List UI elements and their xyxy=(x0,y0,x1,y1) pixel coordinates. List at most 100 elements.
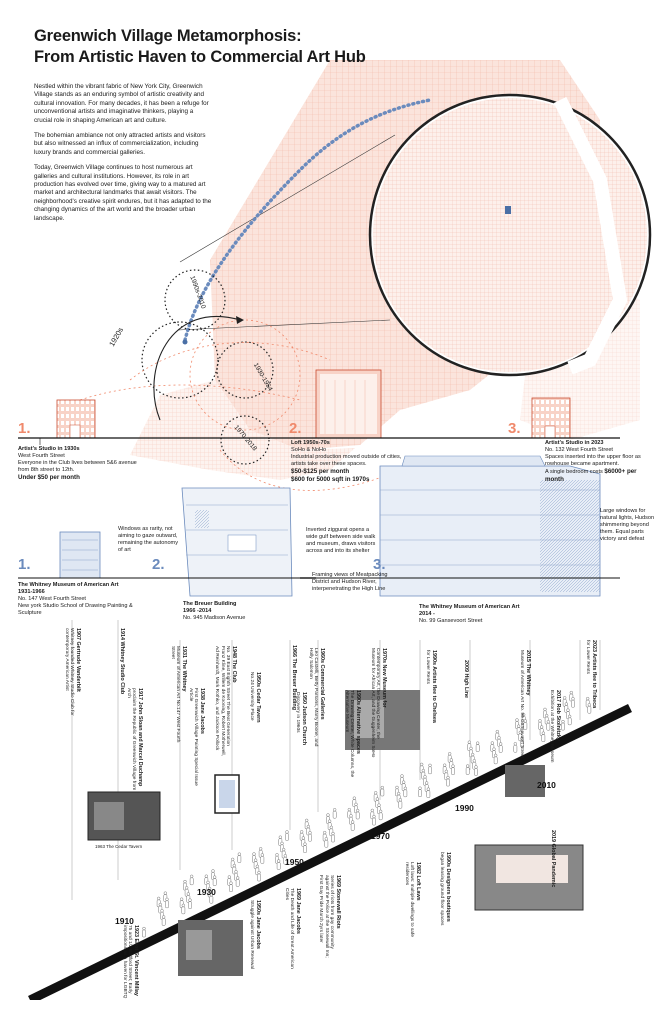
crowd-figure xyxy=(165,897,169,909)
studio-3-facade xyxy=(531,397,571,439)
decade-1970: 1970 xyxy=(371,831,390,841)
crowd-figure xyxy=(523,719,528,730)
timeline-event-detail: No.24 University Place xyxy=(249,672,255,721)
intro-text: Nestled within the vibrant fabric of New… xyxy=(34,83,212,230)
crowd-figure xyxy=(209,893,214,904)
timeline-event-detail: The Death and Life of Great American Cit… xyxy=(283,888,295,969)
crowd-figure xyxy=(498,742,503,753)
title-line-1: Greenwich Village Metamorphosis: xyxy=(34,27,302,45)
studio-3-line2: Spaces inserted into the upper floor as … xyxy=(545,454,641,467)
studio-3-price: $6000+ per month xyxy=(545,468,637,483)
crowd-figure xyxy=(237,852,242,863)
photo-caption-cedar: 1963 The Cedar Tavern xyxy=(95,844,143,849)
studio-2-line1: SoHo & NoHo xyxy=(291,447,327,453)
title-line-2: From Artistic Haven to Commercial Art Hu… xyxy=(34,48,366,66)
crowd-figure xyxy=(587,703,592,714)
timeline-event-title: 1923 Eliot St. Vincent Millay xyxy=(133,925,139,996)
museum-1-years: 1931-1966 xyxy=(18,589,45,595)
decade-1990: 1990 xyxy=(455,803,474,813)
museum-3-note: The Whitney Museum of American Art 2014 … xyxy=(419,604,549,625)
timeline-event-title: 1969 Stonewall Riots xyxy=(335,875,341,929)
timeline-event-detail: proclaim the Republic of Greenwich Villa… xyxy=(125,688,137,791)
crowd-figure xyxy=(260,853,265,864)
crowd-figure xyxy=(513,742,518,753)
crowd-figure xyxy=(324,837,329,848)
timeline-event-detail: Museum of American Art No. 99 Gansevoort… xyxy=(519,650,525,758)
studio-2-price1: $50-$125 per month xyxy=(291,468,350,475)
decade-1930: 1930 xyxy=(197,887,216,897)
museum-2-title: The Breuer Building xyxy=(183,601,237,607)
studio-2-note: Loft 1950s-70s SoHo & NoHo Industrial pr… xyxy=(291,440,406,484)
studio-2-price2: $600 for 5000 sqft in 1970s xyxy=(291,476,370,483)
museum-3-building xyxy=(379,455,601,597)
crowd-figure xyxy=(303,842,307,853)
studio-2-number: 2. xyxy=(289,420,302,437)
timeline-event-detail: Leo Castelli, Betty Parsons, Marry Boone… xyxy=(307,648,319,747)
crowd-figure xyxy=(380,785,385,797)
era-circles xyxy=(141,269,274,465)
crowd-figure xyxy=(451,764,455,775)
studio-1-title: Artist's Studio in 1930s xyxy=(18,446,80,452)
timeline-event-detail: Discovery in 1960s xyxy=(295,692,301,733)
museum-1-title: The Whitney Museum of American Art xyxy=(18,582,119,588)
studio-1-facade xyxy=(56,399,96,439)
studio-1-line1: West Fourth Street xyxy=(18,453,65,459)
crowd-figure xyxy=(278,835,283,846)
crowd-figure xyxy=(285,830,289,841)
museum-2-note: The Breuer Building 1966 -2014 No. 945 M… xyxy=(183,601,283,622)
museum-2-years: 1966 -2014 xyxy=(183,608,212,614)
timeline-event-title: 2023 Artists flee to Tribeca xyxy=(591,640,597,709)
studio-2-loft xyxy=(315,369,382,439)
decade-1950: 1950 xyxy=(285,857,304,867)
intro-paragraph: The bohemian ambiance not only attracted… xyxy=(34,132,206,156)
timeline-event: 2019 Global Pandemic xyxy=(549,830,556,920)
timeline-event-title: 2017 Rob Stolnitzky xyxy=(555,690,561,741)
crowd-figure xyxy=(567,714,572,726)
studio-3-line3: A single bedroom costs xyxy=(545,469,603,475)
crowd-figure xyxy=(541,731,546,742)
timeline-event-title: 1948 The Club xyxy=(231,646,237,683)
crowd-figure xyxy=(181,903,186,915)
crowd-figure xyxy=(276,859,281,870)
timeline-event-detail: Museum of American Art No.147 West Fourt… xyxy=(169,646,181,743)
studio-1-number: 1. xyxy=(18,420,31,437)
crowd-figure xyxy=(520,736,524,748)
studio-1-price: Under $50 per month xyxy=(18,474,80,481)
crowd-figure xyxy=(446,775,450,787)
crowd-figure xyxy=(474,765,478,776)
crowd-figure xyxy=(355,808,360,820)
timeline-event-title: 2019 Global Pandemic xyxy=(550,830,556,888)
crowd-figure xyxy=(212,875,217,886)
crowd-figure xyxy=(475,741,480,752)
timeline-event-detail: No. 39 East Eighth Street The Beat Gener… xyxy=(214,646,231,756)
annotation-windows: Windows as rarity, not aiming to gaze ou… xyxy=(118,526,179,553)
crowd-figure xyxy=(561,719,565,731)
timeline-event-detail: Series of riots from gay community again… xyxy=(318,875,335,958)
museum-2-line1: No. 945 Madison Avenue xyxy=(183,615,246,621)
timeline-event-title: 1950 Judson Church xyxy=(301,692,307,746)
crowd-figure xyxy=(418,786,422,797)
annotation-ziggurat: Inverted ziggurat opens a wide gulf betw… xyxy=(306,527,376,554)
timeline-event-detail: Contemporary Art, the Drawing Center, th… xyxy=(369,648,381,758)
timeline-event-title: 1938 Jane Jacobs xyxy=(199,688,205,734)
crowd-figure xyxy=(283,854,288,865)
timeline-event-title: 1907 Gertrude Vanderbilt xyxy=(75,628,81,692)
timeline-event-detail: First Greenwich Village Painting Special… xyxy=(187,688,199,786)
crowd-figure xyxy=(378,809,383,821)
crowd-figure xyxy=(395,785,399,797)
studio-3-line1: No. 132 West Fourth Street xyxy=(545,447,613,453)
